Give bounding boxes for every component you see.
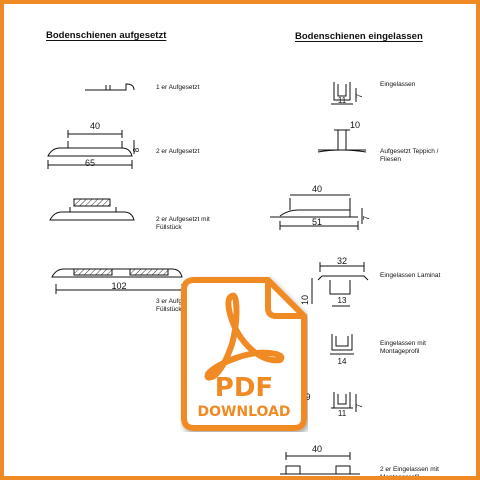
profile-2er-fuellstueck <box>49 198 135 221</box>
dim-laminat-base: 13 <box>338 296 347 305</box>
acrobat-logo-icon <box>204 292 285 381</box>
label-teppich-fliesen: Aufgesetzt Teppich / Fliesen <box>380 148 439 163</box>
profile-laminat <box>311 262 369 307</box>
dim-2er-total: 65 <box>85 158 95 168</box>
label-montageprofil: Eingelassen mit Montageprofil <box>380 340 426 355</box>
profile-eingelassen-wide <box>270 194 363 230</box>
dim-wide-width: 40 <box>312 184 322 194</box>
dim-laminat-height: 10 <box>300 295 310 305</box>
label-2er-aufgesetzt: 2 er Aufgesetzt <box>156 148 200 155</box>
label-laminat: Eingelassen Laminat <box>380 272 441 279</box>
pdf-text: PDF <box>215 373 273 403</box>
profile-2er-eingelassen <box>280 452 360 475</box>
heading-eingelassen: Bodenschienen eingelassen <box>295 31 423 42</box>
heading-aufgesetzt: Bodenschienen aufgesetzt <box>46 30 167 41</box>
pdf-download-button[interactable]: PDF DOWNLOAD <box>180 276 308 432</box>
profile-3er-fuellstueck <box>51 268 183 294</box>
technical-drawings: 40 65 8 102 11 7 10 40 51 7 32 10 13 14 … <box>47 82 371 475</box>
label-eingelassen: Eingelassen <box>380 81 416 88</box>
profile-2er-aufgesetzt <box>47 130 135 169</box>
label-3er-fuellstueck: 3 er Aufg Füllstück <box>156 298 183 313</box>
dim-small-depth: 7 <box>355 403 364 408</box>
label-2er-fuellstueck: 2 er Aufgesetzt mit Füllstück <box>156 216 210 231</box>
dim-small-height: 9 <box>305 392 310 402</box>
dim-small-width: 11 <box>338 409 347 418</box>
profile-montageprofil <box>330 334 354 355</box>
dim-laminat-width: 32 <box>337 256 347 266</box>
dim-2er-width: 40 <box>90 121 100 131</box>
dim-eingelassen-width: 11 <box>338 96 347 105</box>
profile-eingelassen <box>331 82 357 105</box>
dim-wide-height: 7 <box>362 215 371 220</box>
label-1er-aufgesetzt: 1 er Aufgesetzt <box>156 84 200 91</box>
profile-1er-aufgesetzt <box>85 83 135 91</box>
dim-eingelassen-height: 7 <box>355 93 364 98</box>
download-text: DOWNLOAD <box>197 404 290 420</box>
dim-2er-height: 8 <box>132 147 141 152</box>
profile-teppich-fliesen <box>317 129 367 153</box>
dim-montage-width: 14 <box>338 357 347 366</box>
dim-teppich-width: 10 <box>350 120 360 130</box>
label-2er-eingelassen: 2 er Eingelassen mit Montageprofil <box>380 466 439 480</box>
dim-2er-eingelassen-width: 40 <box>312 444 322 454</box>
dim-3er-total: 102 <box>111 281 126 291</box>
dim-wide-total: 51 <box>312 217 322 227</box>
